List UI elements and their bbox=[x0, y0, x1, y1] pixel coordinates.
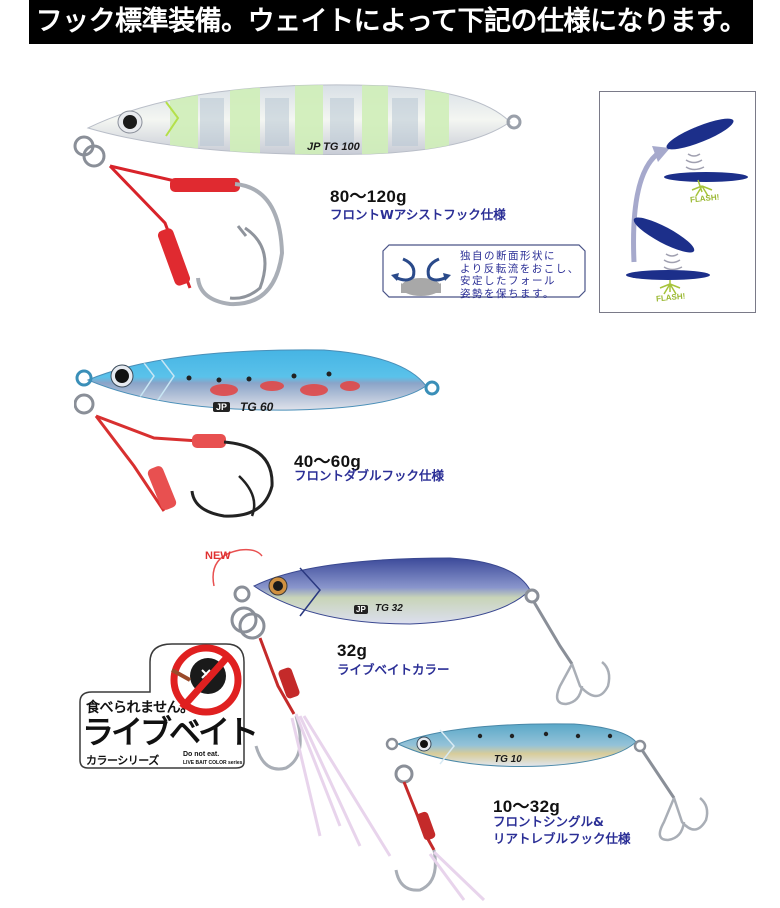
feature-line: より反転流をおこし、 bbox=[460, 262, 580, 275]
jig-4-spec-line: リアトレブルフック仕様 bbox=[493, 831, 631, 846]
feature-line: 安定したフォール bbox=[460, 275, 556, 287]
jig-1-spec: フロントWアシストフック仕様 bbox=[330, 207, 506, 222]
jig-4-spec: フロントシングル& リアトレブルフック仕様 bbox=[493, 813, 631, 847]
live-bait-line1: 食べられません。 bbox=[86, 700, 194, 716]
live-bait-badge bbox=[79, 643, 245, 769]
jig-2-weight: 40〜60g bbox=[294, 452, 362, 471]
flash-fall-diagram bbox=[626, 118, 748, 295]
header-title: フック標準装備。ウェイトによって下記の仕様になります。 bbox=[35, 6, 747, 37]
new-badge: NEW bbox=[205, 550, 231, 562]
jig-3-mark-prefix: JP bbox=[354, 605, 368, 614]
feature-description: 独自の断面形状に より反転流をおこし、 安定したフォール 姿勢を保ちます。 bbox=[460, 250, 580, 300]
live-bait-english2: LIVE BAIT COLOR series bbox=[183, 760, 243, 766]
arrow-head-icon bbox=[652, 146, 670, 162]
flash-diagram-panel: FLASH! FLASH! bbox=[599, 91, 756, 313]
jig-4-spec-line: フロントシングル& bbox=[493, 814, 604, 829]
jig-4-illustration bbox=[385, 723, 709, 902]
jig-2-illustration bbox=[74, 349, 440, 518]
feature-box bbox=[382, 244, 586, 298]
live-bait-english1: Do not eat. bbox=[183, 751, 220, 758]
jig-3-illustration bbox=[212, 548, 611, 857]
flash-star-icon bbox=[691, 179, 713, 197]
jig-1-illustration bbox=[73, 84, 522, 307]
live-bait-line2: ライブベイト bbox=[82, 713, 259, 751]
live-bait-line3: カラーシリーズ bbox=[86, 754, 159, 767]
jig-1-model-mark: JP TG 100 bbox=[307, 141, 360, 153]
header-banner: フック標準装備。ウェイトによって下記の仕様になります。 bbox=[29, 0, 753, 44]
jig-3-weight: 32g bbox=[337, 641, 368, 660]
counter-rotation-arrows-icon bbox=[391, 257, 451, 296]
flash-star-icon bbox=[659, 280, 681, 295]
feature-line: 独自の断面形状に bbox=[460, 250, 556, 262]
jig-4-weight: 10〜32g bbox=[493, 797, 561, 816]
jig-3-model-mark: TG 32 bbox=[375, 603, 403, 614]
jig-2-mark-prefix: JP bbox=[213, 402, 231, 412]
jig-2-spec: フロントダブルフック仕様 bbox=[294, 468, 445, 483]
feature-line: 姿勢を保ちます。 bbox=[460, 287, 555, 300]
jig-1-weight: 80〜120g bbox=[330, 187, 407, 206]
jig-2-model-mark: TG 60 bbox=[240, 400, 274, 414]
jig-4-model-mark: TG 10 bbox=[494, 754, 522, 765]
jig-3-spec: ライブベイトカラー bbox=[337, 662, 450, 677]
